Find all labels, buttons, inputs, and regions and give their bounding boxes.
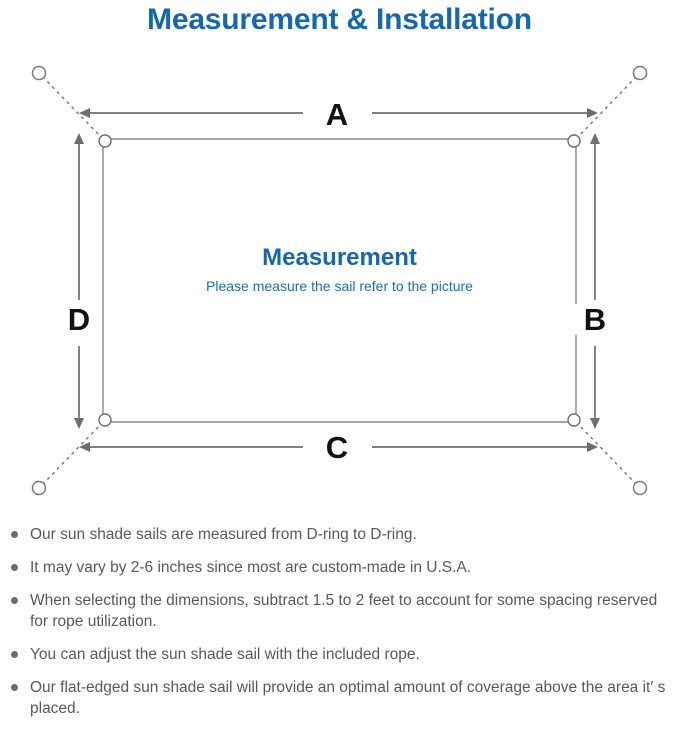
anchor-bottom-left [31, 480, 47, 496]
d-ring-bottom-right [567, 413, 581, 427]
list-item: It may vary by 2-6 inches since most are… [0, 557, 679, 578]
dimension-label-d: D [57, 304, 101, 335]
sail-center-subtitle: Please measure the sail refer to the pic… [206, 278, 473, 294]
sail-center-title: Measurement [262, 244, 417, 271]
notes-list: Our sun shade sails are measured from D-… [0, 524, 679, 731]
sail-shape [102, 138, 577, 423]
anchor-points [31, 65, 648, 496]
list-item: Our sun shade sails are measured from D-… [0, 524, 679, 545]
list-item-text: You can adjust the sun shade sail with t… [30, 646, 420, 663]
list-item-text: Our flat-edged sun shade sail will provi… [30, 679, 666, 717]
list-item: Our flat-edged sun shade sail will provi… [0, 677, 679, 719]
rope-top-left [41, 75, 104, 140]
dimension-label-a: A [307, 99, 367, 130]
rope-bottom-left [41, 421, 104, 486]
bullet-icon [11, 651, 18, 658]
d-ring-top-left [98, 134, 112, 148]
list-item-text: Our sun shade sails are measured from D-… [30, 526, 417, 543]
rope-top-right [575, 75, 638, 140]
d-rings [98, 134, 581, 427]
anchor-top-left [31, 65, 47, 81]
rope-lines [41, 75, 638, 486]
dimension-label-b: B [573, 304, 617, 335]
bullet-icon [11, 564, 18, 571]
anchor-bottom-right [632, 480, 648, 496]
list-item-text: When selecting the dimensions, subtract … [30, 592, 658, 630]
page-title: Measurement & Installation [147, 3, 532, 36]
list-item: When selecting the dimensions, subtract … [0, 590, 679, 632]
bullet-icon [11, 684, 18, 691]
d-ring-top-right [567, 134, 581, 148]
bullet-icon [11, 597, 18, 604]
bullet-icon [11, 531, 18, 538]
diagram-canvas [31, 65, 648, 496]
d-ring-bottom-left [98, 413, 112, 427]
list-item: You can adjust the sun shade sail with t… [0, 644, 679, 665]
measurement-diagram: Measurement Please measure the sail refe… [0, 48, 679, 520]
list-item-text: It may vary by 2-6 inches since most are… [30, 559, 472, 576]
rope-bottom-right [575, 421, 638, 486]
dimension-label-c: C [307, 432, 367, 463]
anchor-top-right [632, 65, 648, 81]
